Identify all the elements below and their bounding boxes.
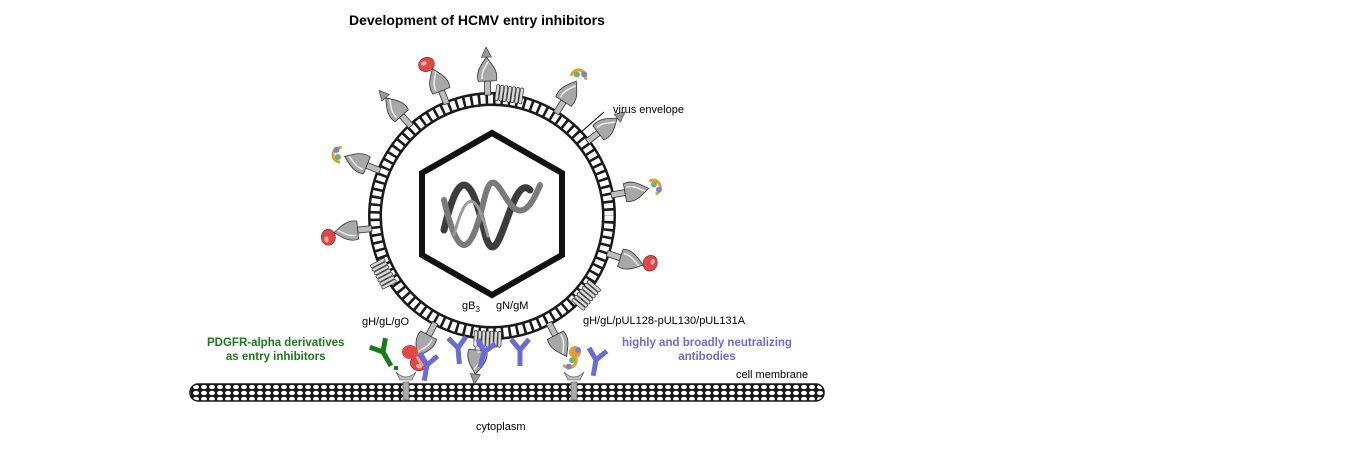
gb-label: gB3	[462, 300, 480, 314]
glycoprotein-icon	[584, 111, 626, 145]
glycoprotein-icon	[605, 248, 658, 272]
antibodies-label: highly and broadly neutralizing antibodi…	[622, 336, 792, 364]
gn-gm-complex-icon	[494, 84, 524, 105]
virus-envelope-label: virus envelope	[613, 104, 684, 116]
antibodies-label-line2: antibodies	[678, 351, 736, 363]
glycoprotein-icon	[331, 146, 382, 175]
capsid-hexagon-icon	[419, 129, 565, 299]
pdgfr-fragment-icon	[394, 366, 398, 370]
glycoprotein-icon	[378, 89, 414, 129]
gh-gl-pentamer-label: gH/gL/pUL128-pUL130/pUL131A	[583, 315, 746, 327]
antibody-icon	[473, 338, 497, 369]
antibody-icon	[444, 335, 469, 365]
antibody-icon	[507, 337, 531, 366]
pdgfr-label: PDGFR-alpha derivatives as entry inhibit…	[207, 336, 344, 364]
gn-gm-label: gN/gM	[496, 300, 529, 312]
antibodies-label-line1: highly and broadly neutralizing	[622, 337, 792, 349]
gb-label-subscript: 3	[475, 305, 480, 315]
pdgfr-label-line2: as entry inhibitors	[225, 351, 326, 363]
glycoprotein-icon	[321, 220, 373, 246]
receptor-icon	[395, 371, 417, 401]
glycoprotein-icon	[418, 57, 451, 106]
glycoprotein-icon	[553, 68, 588, 116]
receptor-layer	[395, 345, 585, 401]
gn-gm-complex-icon	[571, 279, 601, 311]
glycoprotein-icon	[477, 46, 498, 96]
antibody-layer	[368, 335, 609, 382]
antibody-icon	[415, 351, 440, 382]
cytoplasm-label: cytoplasm	[476, 421, 526, 433]
gb-label-text: gB	[462, 300, 476, 312]
diagram-title: Development of HCMV entry inhibitors	[349, 12, 605, 28]
pentamer-subunit-icon	[575, 347, 581, 353]
cell-membrane-label: cell membrane	[736, 369, 809, 381]
gn-gm-complex-icon	[473, 330, 502, 348]
pdgfr-derivative-icon	[368, 337, 394, 368]
cell-membrane	[189, 383, 825, 402]
pdgfr-label-line1: PDGFR-alpha derivatives	[207, 337, 345, 349]
antibody-icon	[584, 346, 609, 377]
gn-gm-coil-layer	[370, 84, 601, 348]
gh-gl-go-label: gH/gL/gO	[362, 316, 410, 328]
virus-envelope-pointer	[579, 111, 605, 134]
gn-gm-complex-icon	[370, 258, 397, 290]
receptor-icon	[563, 371, 585, 401]
glycoprotein-icon	[610, 178, 662, 202]
dna-helix-icon	[440, 179, 543, 251]
gh-gl-go-head-icon	[402, 345, 418, 359]
